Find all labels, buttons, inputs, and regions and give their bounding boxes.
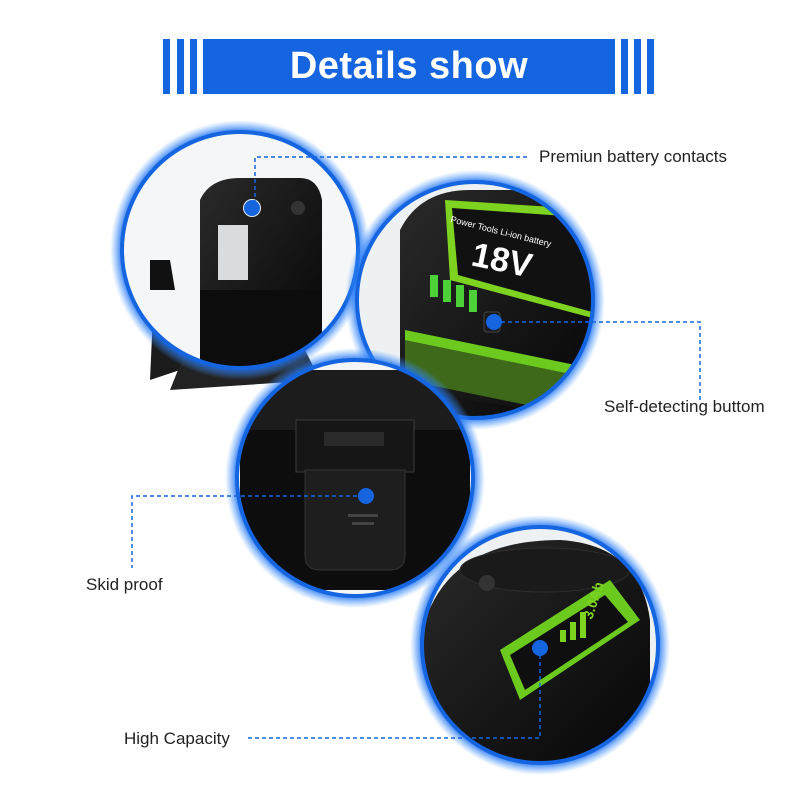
callout-label-skid-proof: Skid proof <box>86 575 163 594</box>
banner-stripe-right-1 <box>621 39 628 94</box>
detail-circle-label: 18V Power Tools Li-ion battery <box>345 170 605 430</box>
banner-stripe-left-2 <box>177 39 184 94</box>
banner-stripe-right-2 <box>634 39 641 94</box>
marker-capacity <box>532 640 548 656</box>
callout-label-high-capacity: High Capacity <box>124 729 230 748</box>
page-title: Details show <box>289 45 529 87</box>
callout-label-contacts: Premiun battery contacts <box>539 147 728 166</box>
detail-circle-contacts <box>110 120 370 380</box>
callout-line-self-detecting <box>494 321 701 400</box>
banner-stripe-right-3 <box>647 39 654 94</box>
callout-markers <box>244 200 548 656</box>
marker-skid-proof <box>358 488 374 504</box>
banner-box: Details show <box>203 39 615 94</box>
marker-contacts <box>244 200 260 216</box>
banner-stripe-left-1 <box>163 39 170 94</box>
callout-label-self-detecting: Self-detecting buttom <box>604 397 765 416</box>
title-banner: Details show <box>163 39 655 94</box>
marker-self-detecting <box>486 314 502 330</box>
callout-line-capacity <box>248 648 541 739</box>
detail-circle-base <box>225 348 485 608</box>
banner-stripe-left-3 <box>190 39 197 94</box>
callout-line-skid-proof <box>131 495 364 568</box>
